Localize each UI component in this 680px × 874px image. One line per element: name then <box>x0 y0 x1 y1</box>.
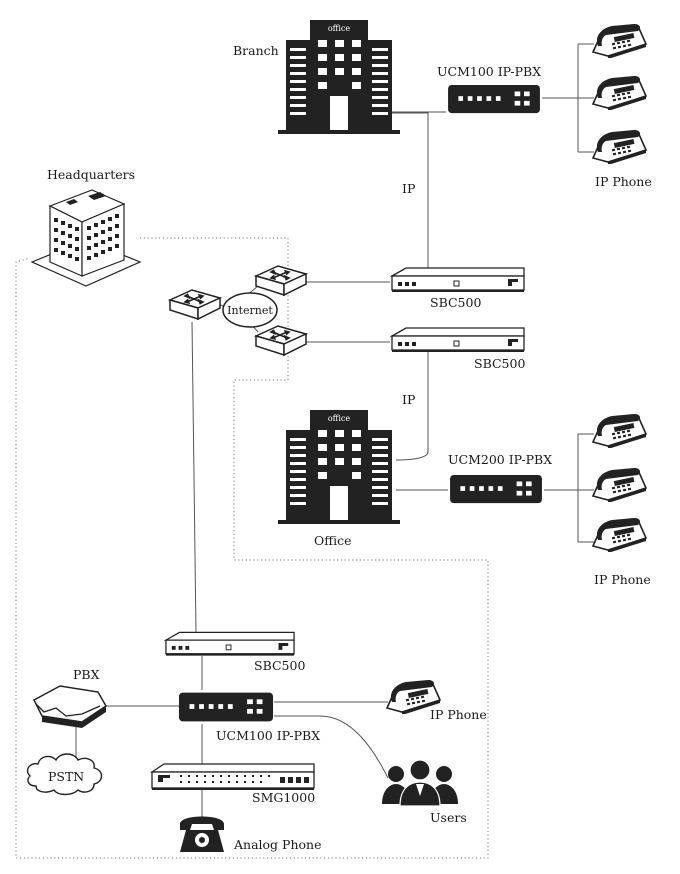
sbc500-bottom-label: SBC500 <box>254 658 305 673</box>
router-icon <box>169 289 221 320</box>
internet-label: Internet <box>227 304 273 317</box>
pstn-label: PSTN <box>48 769 84 784</box>
pstn-cloud-icon <box>26 753 103 796</box>
headquarters-boundary <box>15 237 489 859</box>
ucm200-label: UCM200 IP-PBX <box>448 452 552 467</box>
sbc500-bottom-icon <box>165 631 295 657</box>
ucm100-top-pbx-icon <box>448 84 540 114</box>
headquarters-building-icon <box>30 189 142 287</box>
legacy-pbx-icon <box>33 685 107 728</box>
ip-phone-bottom-label: IP Phone <box>430 707 487 722</box>
headquarters-label: Headquarters <box>47 167 135 182</box>
ip-phone-top-label: IP Phone <box>595 174 652 189</box>
ip-phone-icon <box>592 75 647 110</box>
ip-phone-icon <box>592 467 647 502</box>
ucm200-pbx-icon <box>450 474 542 504</box>
office-sign-text: office <box>328 414 351 423</box>
network-links <box>75 43 594 818</box>
pbx-label: PBX <box>73 667 100 682</box>
ip-phone-icon <box>592 23 647 58</box>
sbc500-mid-label: SBC500 <box>474 356 525 371</box>
analog-phone-label: Analog Phone <box>233 837 321 852</box>
users-icon <box>382 759 458 807</box>
sbc500-mid-icon <box>391 327 525 353</box>
ip-phone-icon <box>592 413 647 448</box>
router-icon <box>255 265 307 296</box>
internet-cloud-icon <box>222 292 278 328</box>
branch-label: Branch <box>233 43 279 58</box>
ucm100-top-label: UCM100 IP-PBX <box>437 64 541 79</box>
sbc500-top-label: SBC500 <box>430 295 481 310</box>
ucm100-bottom-label: UCM100 IP-PBX <box>216 728 320 743</box>
analog-phone-icon <box>180 816 224 852</box>
branch-office-building-icon: office <box>278 20 400 134</box>
ip-link-top-label: IP <box>402 181 415 196</box>
ucm100-bottom-pbx-icon <box>178 692 274 722</box>
office-sign-text: office <box>328 24 351 33</box>
ip-link-mid-label: IP <box>402 392 415 407</box>
users-label: Users <box>430 810 467 825</box>
ip-phone-icon <box>592 129 647 164</box>
office-building-icon: office <box>278 410 400 524</box>
smg1000-gateway-icon <box>149 763 315 790</box>
office-label: Office <box>314 533 352 548</box>
sbc500-top-icon <box>391 267 525 293</box>
smg1000-label: SMG1000 <box>252 790 315 805</box>
router-icon <box>255 325 307 356</box>
ip-phone-mid-label: IP Phone <box>594 572 651 587</box>
ip-phone-icon <box>592 517 647 552</box>
